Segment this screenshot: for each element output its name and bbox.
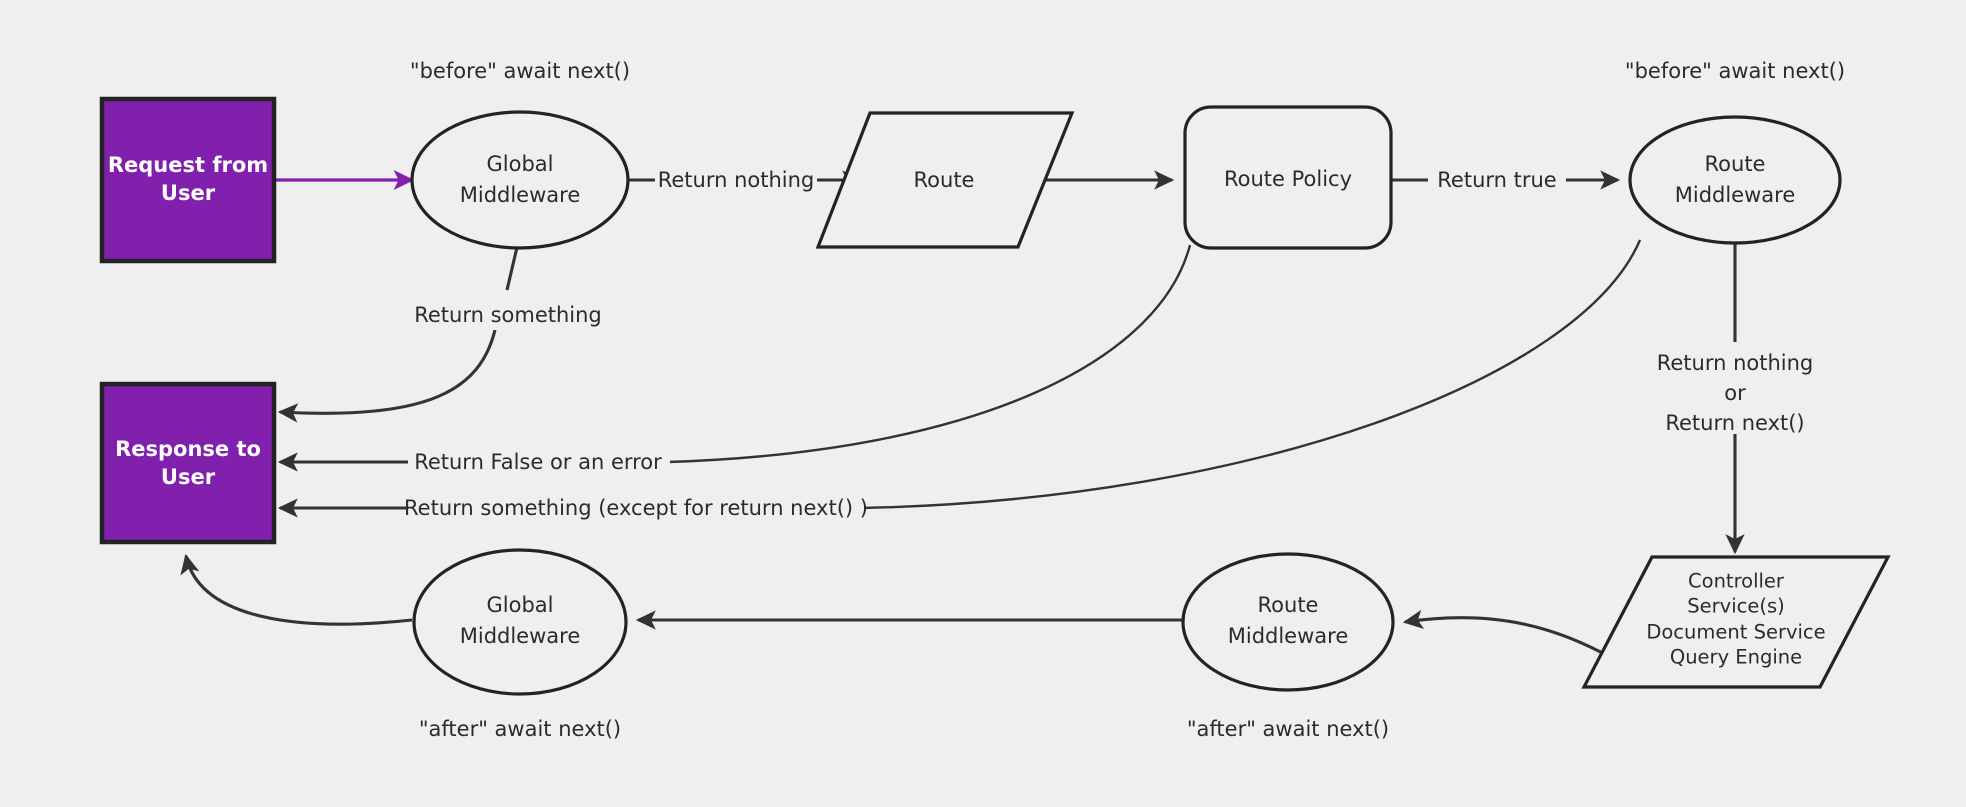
route-policy-label: Route Policy xyxy=(1224,167,1352,191)
node-route-policy[interactable]: Route Policy xyxy=(1183,105,1393,250)
annotation-before-route-middleware: "before" await next() xyxy=(1625,59,1845,83)
edge-label-return-something: Return something xyxy=(410,300,606,330)
node-route[interactable]: Route xyxy=(815,111,1075,249)
node-controller-stack[interactable]: Controller Service(s) Document Service Q… xyxy=(1581,555,1891,689)
node-request-from-user[interactable]: Request from User xyxy=(99,96,277,264)
edge-global-middleware-return-something xyxy=(277,242,520,423)
annotation-before-global-middleware: "before" await next() xyxy=(410,59,630,83)
global-middleware-after-label-line2: Middleware xyxy=(460,624,581,648)
request-from-user-label-line1: Request from xyxy=(108,153,268,177)
route-label: Route xyxy=(914,168,975,192)
controller-stack-label-line1: Controller xyxy=(1688,570,1785,593)
edge-label-return-something-except: Return something (except for return next… xyxy=(404,493,868,523)
route-middleware-after-label-line2: Middleware xyxy=(1228,624,1349,648)
global-middleware-before-label-line1: Global xyxy=(487,152,554,176)
controller-stack-label-line4: Query Engine xyxy=(1670,646,1802,669)
edge-label-return-true: Return true xyxy=(1428,165,1566,195)
return-nothing-text: Return nothing xyxy=(658,168,815,192)
global-middleware-before-label-line2: Middleware xyxy=(460,183,581,207)
node-global-middleware-before[interactable]: Global Middleware xyxy=(410,110,630,250)
after-route-middleware-text: "after" await next() xyxy=(1187,717,1389,741)
edge-label-return-false-or-error: Return False or an error xyxy=(408,447,670,477)
route-middleware-before-label-line2: Middleware xyxy=(1675,183,1796,207)
edge-controller-to-route-middleware-after xyxy=(1402,609,1613,660)
request-from-user-label-line2: User xyxy=(161,181,216,205)
annotation-after-route-middleware: "after" await next() xyxy=(1187,717,1389,741)
annotation-after-global-middleware: "after" await next() xyxy=(419,717,621,741)
return-nothing-or-next-line2: or xyxy=(1724,381,1746,405)
node-response-to-user[interactable]: Response to User xyxy=(99,381,277,545)
edge-label-return-nothing: Return nothing xyxy=(655,165,817,195)
before-route-middleware-text: "before" await next() xyxy=(1625,59,1845,83)
return-nothing-or-next-line3: Return next() xyxy=(1665,411,1804,435)
node-route-middleware-after[interactable]: Route Middleware xyxy=(1181,552,1395,692)
before-global-middleware-text: "before" await next() xyxy=(410,59,630,83)
edge-label-return-nothing-or-next: Return nothing or Return next() xyxy=(1640,344,1832,435)
edge-route-middleware-return-something-except xyxy=(277,239,1642,518)
edge-global-middleware-after-to-response xyxy=(180,553,413,626)
controller-stack-label-line2: Service(s) xyxy=(1687,595,1784,618)
after-global-middleware-text: "after" await next() xyxy=(419,717,621,741)
route-middleware-before-label-line1: Route xyxy=(1705,152,1766,176)
return-something-except-text: Return something (except for return next… xyxy=(404,496,868,520)
return-true-text: Return true xyxy=(1437,168,1556,192)
edge-route-policy-return-false xyxy=(277,244,1192,472)
response-to-user-label-line1: Response to xyxy=(115,437,261,461)
route-middleware-after-label-line1: Route xyxy=(1258,593,1319,617)
return-nothing-or-next-line1: Return nothing xyxy=(1657,351,1814,375)
return-something-text: Return something xyxy=(414,303,602,327)
response-to-user-label-line2: User xyxy=(161,465,216,489)
node-route-middleware-before[interactable]: Route Middleware xyxy=(1628,115,1842,245)
node-global-middleware-after[interactable]: Global Middleware xyxy=(412,548,628,696)
return-false-or-error-text: Return False or an error xyxy=(414,450,662,474)
controller-stack-label-line3: Document Service xyxy=(1646,621,1825,644)
global-middleware-after-label-line1: Global xyxy=(487,593,554,617)
